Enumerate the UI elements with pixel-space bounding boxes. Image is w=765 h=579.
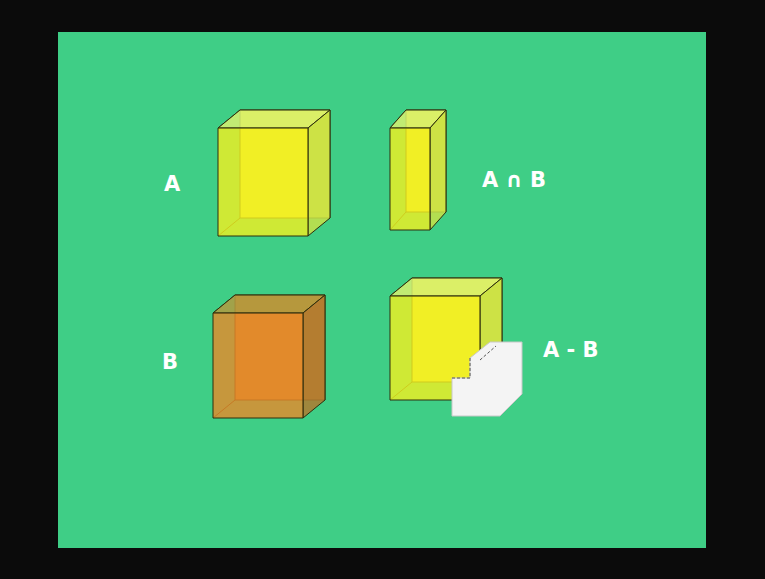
cut-edge — [452, 358, 470, 378]
solid-a — [218, 110, 330, 236]
side-face — [430, 110, 446, 230]
front-face — [218, 128, 308, 236]
side-face — [308, 110, 330, 236]
set-label: A - B — [543, 340, 599, 361]
front-face — [213, 313, 303, 418]
cut-edge — [480, 346, 496, 360]
side-face — [303, 295, 325, 418]
solid-intersection — [390, 110, 446, 230]
set-label: B — [162, 352, 178, 373]
front-face — [390, 128, 430, 230]
solids — [213, 110, 522, 418]
solid-difference — [390, 278, 522, 416]
solid-b — [213, 295, 325, 418]
removed-corner — [452, 342, 522, 416]
green-panel — [58, 32, 706, 548]
set-label: A ∩ B — [482, 170, 546, 191]
set-label: A — [164, 174, 180, 195]
